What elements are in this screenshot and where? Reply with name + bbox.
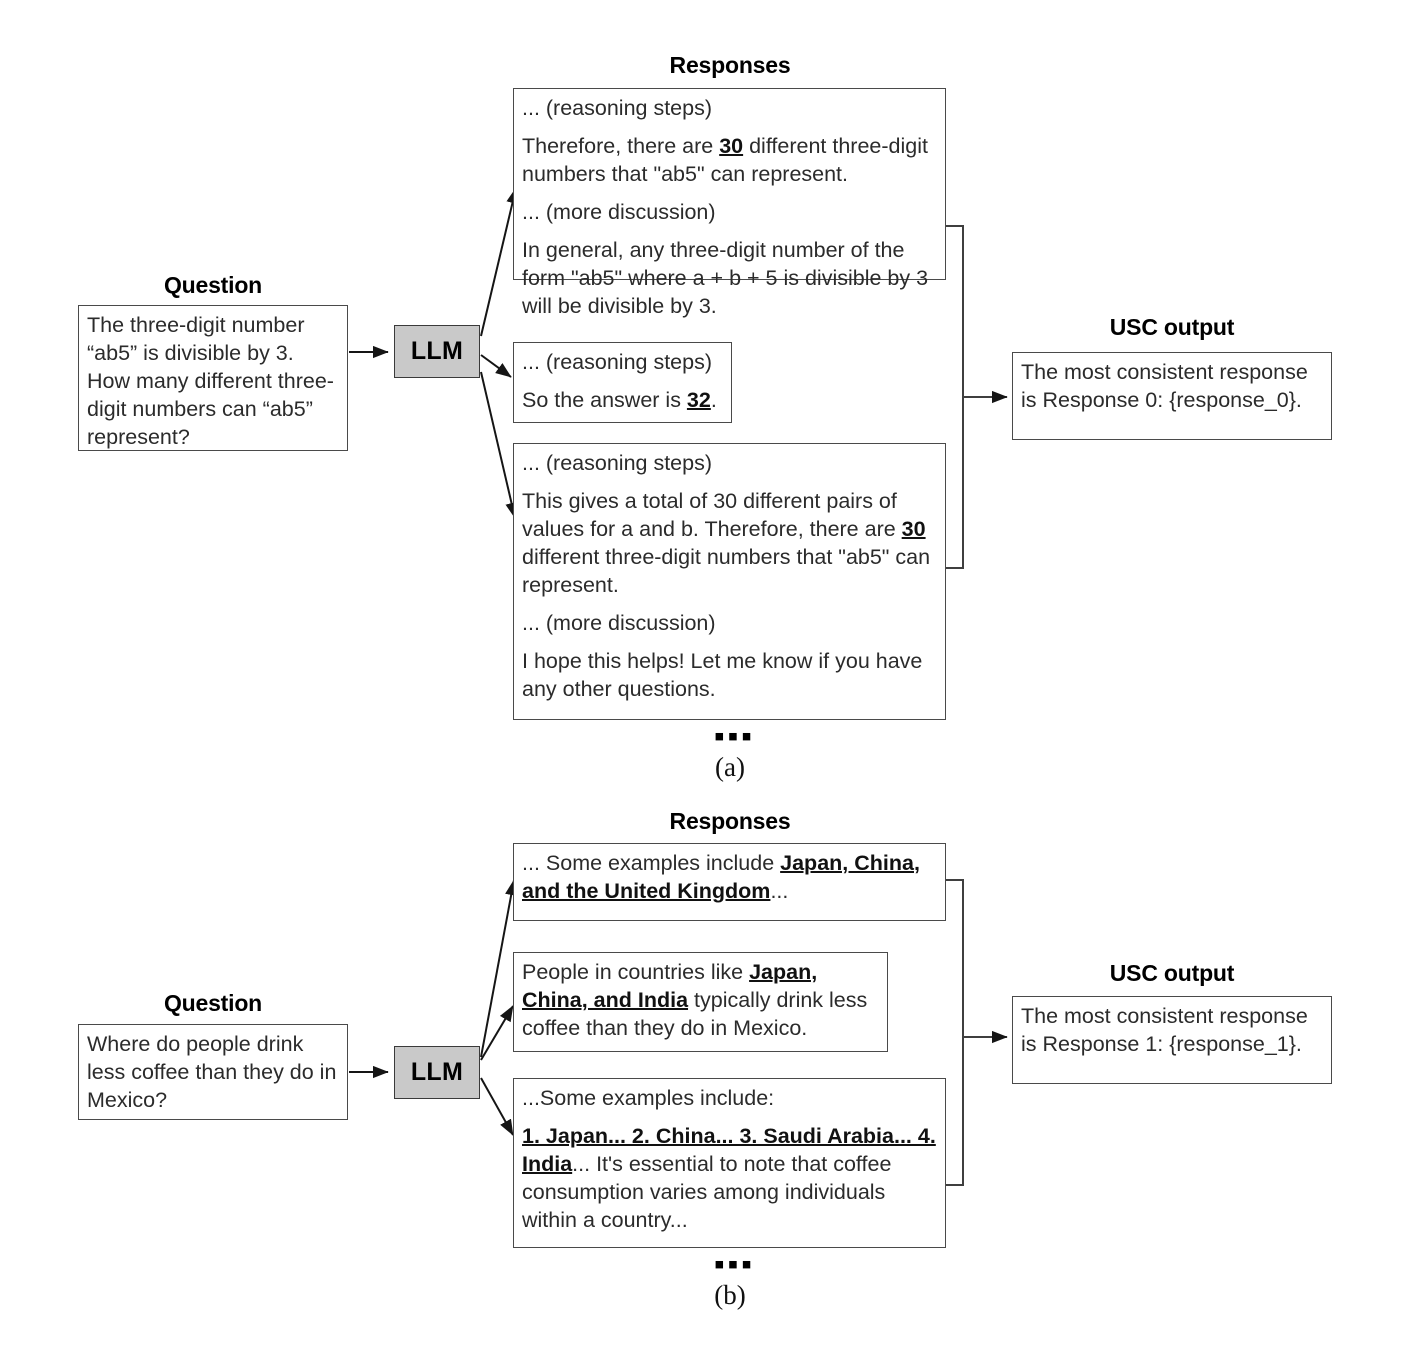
- plain-span: So the answer is: [522, 387, 687, 412]
- plain-span: I hope this helps! Let me know if you ha…: [522, 648, 923, 701]
- question-header-a: Question: [163, 272, 263, 298]
- arrow-llm-to-response-a1: [480, 187, 519, 337]
- question-box-b: Where do people drink less coffee than t…: [78, 1024, 348, 1120]
- plain-span: ... (reasoning steps): [522, 451, 713, 475]
- highlighted-span: 32: [686, 387, 711, 412]
- response-paragraph: I hope this helps! Let me know if you ha…: [522, 648, 938, 704]
- arrow-llm-to-response-b2: [480, 1005, 514, 1061]
- response-paragraph: This gives a total of 30 different pairs…: [522, 488, 938, 600]
- response-box: ... (reasoning steps) So the answer is 32…: [513, 342, 732, 423]
- plain-span: Therefore, there are: [522, 133, 720, 158]
- response-paragraph: ... (reasoning steps): [522, 349, 724, 377]
- responses-header-a: Responses: [669, 52, 791, 78]
- arrow-llm-to-response-b1: [480, 879, 518, 1058]
- plain-span: People in countries like: [522, 960, 750, 984]
- response-box: ... (reasoning steps) This gives a total …: [513, 443, 946, 720]
- bracket-responses-b: [944, 879, 964, 1186]
- response-paragraph: ... (more discussion): [522, 199, 938, 227]
- plain-span: ... (more discussion): [522, 199, 716, 224]
- figure-caption-a: (a): [715, 752, 745, 782]
- response-paragraph: In general, any three-digit number of th…: [522, 237, 938, 321]
- highlighted-span: Japan, China, and India: [522, 960, 818, 1012]
- question-header-b: Question: [163, 990, 263, 1016]
- responses-ellipsis-a: ▪▪▪: [714, 720, 755, 753]
- response-box: ... Some examples include Japan, China, …: [513, 843, 946, 921]
- response-box: ...Some examples include: 1. Japan... 2. …: [513, 1078, 946, 1248]
- response-box: ... (reasoning steps) Therefore, there ar…: [513, 88, 946, 318]
- question-box-a: The three-digit number “ab5” is divisibl…: [78, 305, 348, 451]
- plain-span: ... It's essential to note that coffee c…: [522, 1151, 892, 1232]
- figure-caption-b: (b): [714, 1280, 746, 1310]
- highlighted-span: 30: [719, 133, 744, 158]
- responses-header-b: Responses: [669, 808, 791, 834]
- arrow-llm-to-response-a2: [480, 354, 512, 378]
- plain-span: This gives a total of 30 different pairs…: [522, 488, 902, 541]
- usc-output-header-a: USC output: [1109, 314, 1235, 340]
- usc-output-header-b: USC output: [1109, 960, 1235, 986]
- plain-span: ... Some examples include: [522, 851, 781, 875]
- response-paragraph: ... (reasoning steps): [522, 95, 938, 123]
- llm-box-a: LLM: [394, 325, 480, 378]
- usc-output-box-a: The most consistent response is Response…: [1012, 352, 1332, 440]
- response-paragraph: Therefore, there are 30 different three-…: [522, 133, 938, 189]
- plain-span: ...Some examples include:: [522, 1086, 775, 1110]
- plain-span: ... (more discussion): [522, 610, 716, 635]
- plain-span: different three-digit numbers that "ab5"…: [522, 544, 931, 597]
- highlighted-span: 30: [901, 516, 926, 541]
- responses-ellipsis-b: ▪▪▪: [714, 1248, 755, 1281]
- response-paragraph: ... (more discussion): [522, 610, 938, 638]
- plain-span: .: [710, 387, 717, 412]
- plain-span: ...: [770, 878, 789, 903]
- arrow-llm-to-response-a3: [480, 371, 518, 519]
- highlighted-span: 1. Japan... 2. China... 3. Saudi Arabia.…: [522, 1123, 936, 1176]
- llm-box-b: LLM: [394, 1046, 480, 1099]
- plain-span: different three-digit numbers that "ab5"…: [522, 133, 928, 186]
- highlighted-span: Japan, China, and the United Kingdom: [522, 851, 920, 903]
- response-paragraph: 1. Japan... 2. China... 3. Saudi Arabia.…: [522, 1123, 938, 1235]
- plain-span: ... (reasoning steps): [522, 350, 713, 374]
- response-box: People in countries like Japan, China, a…: [513, 952, 888, 1052]
- arrow-llm-to-response-b3: [480, 1077, 514, 1136]
- plain-span: ... (reasoning steps): [522, 96, 713, 120]
- bracket-responses-a: [944, 225, 964, 569]
- response-paragraph: ... Some examples include Japan, China, …: [522, 850, 938, 906]
- response-paragraph: People in countries like Japan, China, a…: [522, 959, 880, 1043]
- response-paragraph: ...Some examples include:: [522, 1085, 938, 1113]
- plain-span: In general, any three-digit number of th…: [522, 237, 929, 318]
- usc-output-box-b: The most consistent response is Response…: [1012, 996, 1332, 1084]
- plain-span: typically drink less coffee than they do…: [522, 987, 868, 1040]
- response-paragraph: So the answer is 32.: [522, 387, 724, 415]
- response-paragraph: ... (reasoning steps): [522, 450, 938, 478]
